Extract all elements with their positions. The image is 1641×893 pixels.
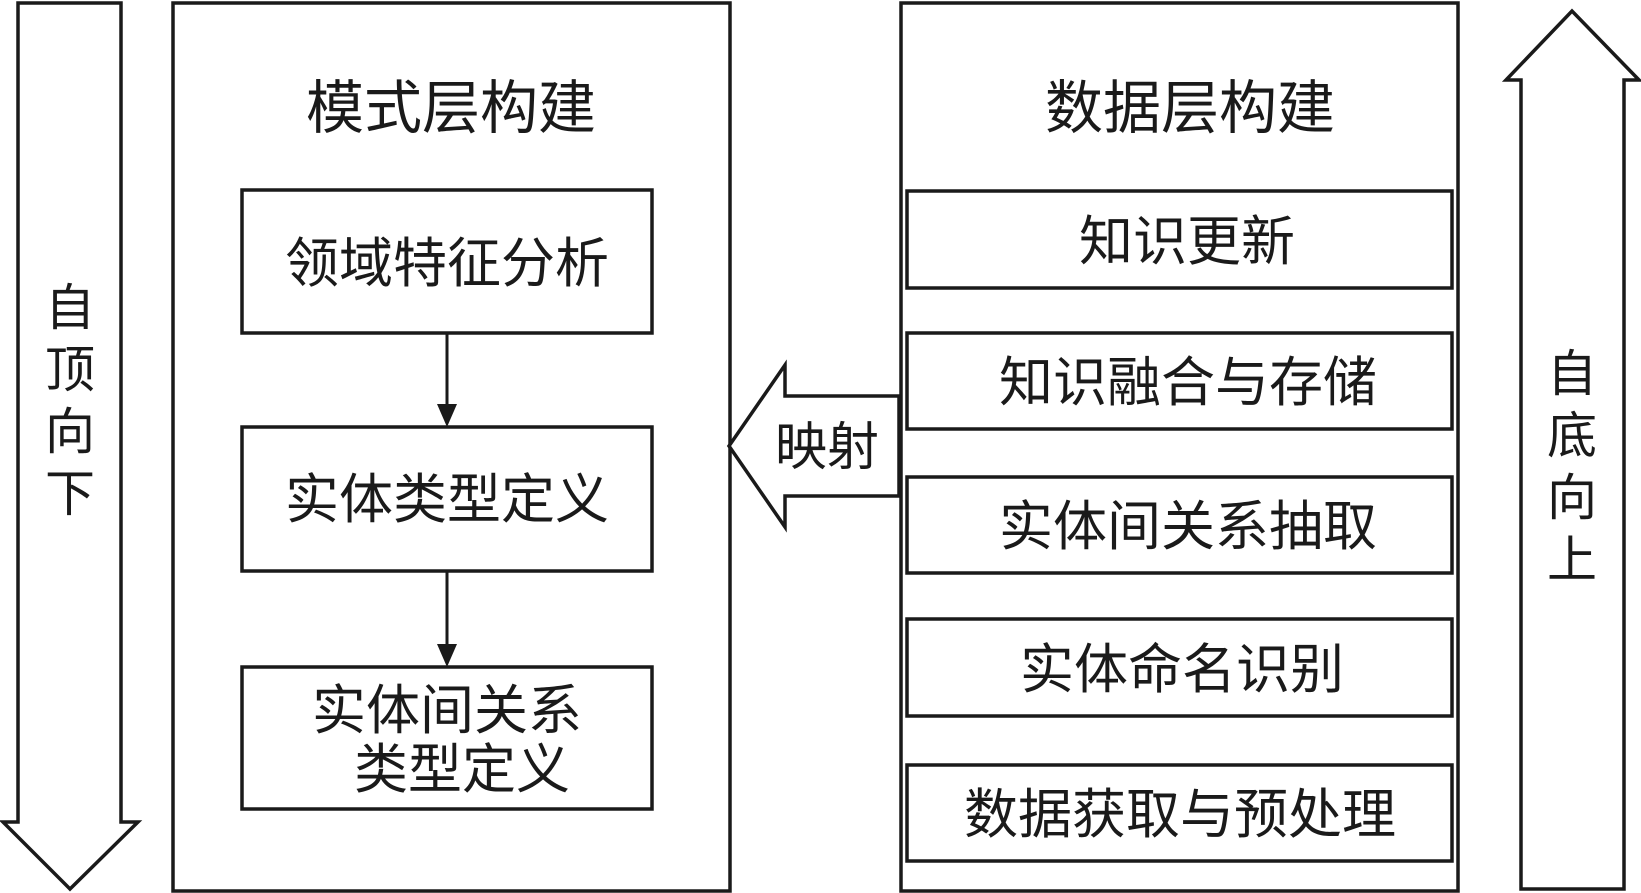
schema-step-label: 实体类型定义: [285, 468, 609, 531]
data-step-label: 实体命名识别: [1020, 638, 1344, 701]
data-step-box: [905, 617, 1454, 718]
schema-step-label-line-2: 类型定义: [354, 738, 570, 801]
schema-connector-2-head: [437, 644, 457, 667]
data-step-box: [905, 763, 1454, 863]
data-step-label: 知识融合与存储: [999, 351, 1377, 414]
top-down-label-char-4: 下: [45, 465, 95, 523]
data-step-box: [905, 475, 1454, 575]
top-down-label-char-1: 自: [45, 279, 95, 337]
data-layer-panel: 数据层构建 知识更新 知识融合与存储 实体间关系抽取 实体命名识别 数据获取与预…: [899, 1, 1460, 893]
mapping-label: 映射: [775, 418, 879, 478]
bottom-up-label-char-3: 向: [1547, 469, 1597, 527]
down-arrow-shape: [0, 1, 143, 892]
mapping-arrow-shape: [726, 359, 901, 533]
schema-step-label: 领域特征分析: [285, 232, 609, 295]
up-arrow-shape: [1501, 8, 1641, 891]
data-step-label: 实体间关系抽取: [999, 495, 1377, 558]
data-step-label: 知识更新: [1079, 210, 1295, 273]
schema-step-box: [240, 665, 654, 811]
data-layer-frame: [899, 1, 1460, 893]
data-step-box: [905, 331, 1454, 431]
data-step-box: [905, 189, 1454, 290]
bottom-up-arrow: 自 底 向 上: [1501, 8, 1641, 891]
data-layer-title: 数据层构建: [1045, 74, 1335, 142]
schema-layer-panel: 模式层构建 领域特征分析 实体类型定义 实体间关系 类型定义: [171, 1, 732, 893]
top-down-label-char-2: 顶: [45, 341, 95, 399]
bottom-up-label-char-1: 自: [1547, 345, 1597, 403]
bottom-up-label-char-4: 上: [1547, 531, 1597, 589]
mapping-arrow: 映射: [726, 359, 901, 533]
schema-connector-1-head: [437, 404, 457, 427]
top-down-arrow: 自 顶 向 下: [0, 1, 143, 892]
top-down-label-char-3: 向: [45, 403, 95, 461]
schema-layer-title: 模式层构建: [306, 74, 596, 142]
bottom-up-label-char-2: 底: [1547, 407, 1597, 465]
data-step-label: 数据获取与预处理: [964, 783, 1396, 846]
schema-step-label-line-1: 实体间关系: [312, 679, 582, 742]
